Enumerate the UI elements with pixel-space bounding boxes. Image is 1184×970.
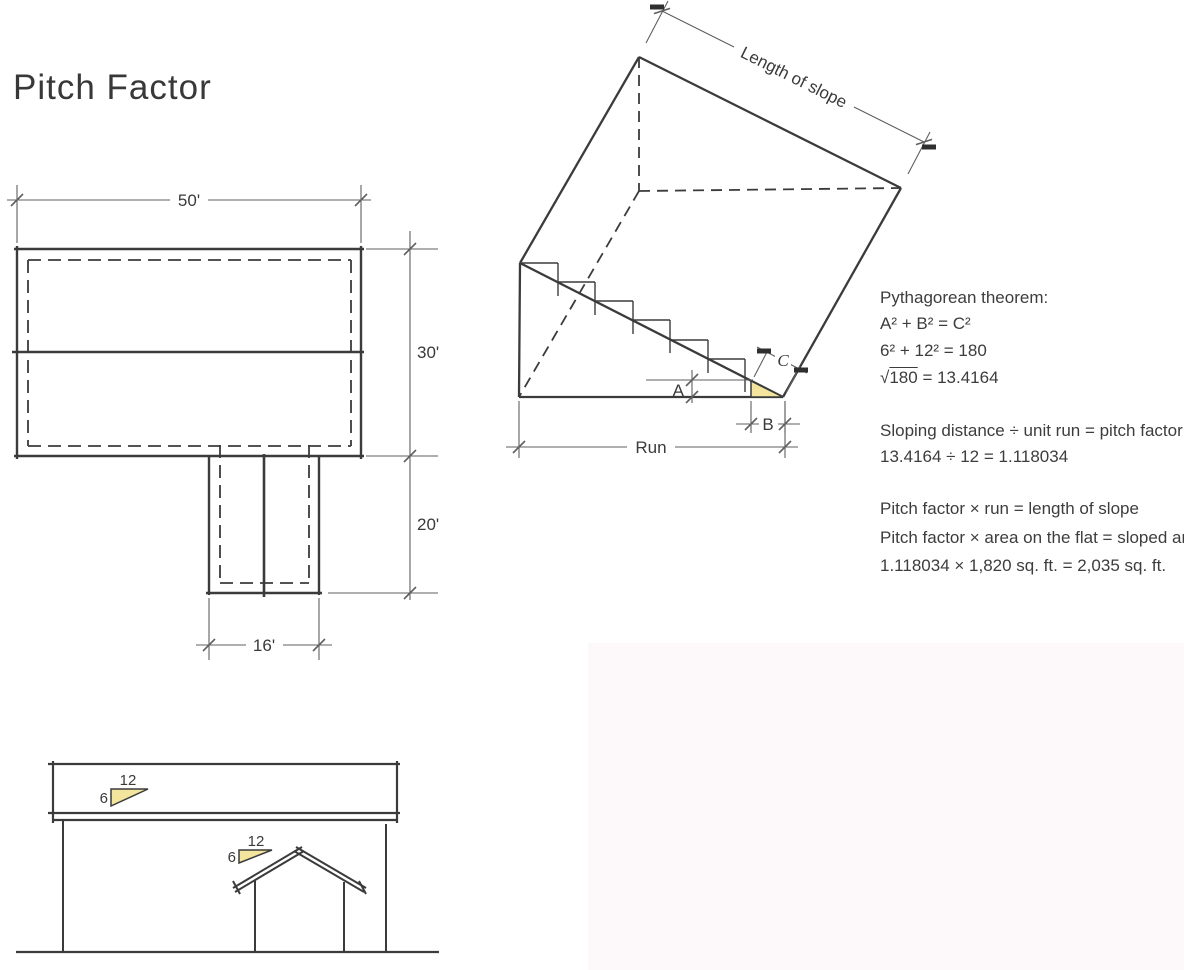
- iso-dim-slope-label: Length of slope: [738, 43, 850, 112]
- page-title: Pitch Factor: [13, 68, 212, 107]
- iso-dim-c-label-bg: [775, 351, 791, 368]
- elevation-gable-pitch-run-label: 12: [248, 833, 265, 850]
- pitch-factor-line2: 13.4164 ÷ 12 = 1.118034: [880, 447, 1069, 466]
- iso-hidden-edges: [518, 57, 902, 398]
- sqrt-symbol: √: [880, 368, 890, 387]
- plan-view: 50' 30' 20': [7, 185, 439, 660]
- iso-dim-slope-label-bg: [728, 35, 860, 118]
- plan-main-roof-dashed: [27, 259, 352, 447]
- plan-main-roof-outline: [12, 246, 364, 459]
- plan-dim-20: [328, 586, 438, 600]
- pitch-factor-line3: Pitch factor × run = length of slope: [880, 499, 1139, 518]
- elevation-walls: [16, 821, 439, 954]
- iso-unit-triangle: [750, 379, 784, 398]
- iso-solid-edges: [517, 55, 903, 399]
- iso-diagram: A B C: [506, 0, 936, 458]
- plan-wing-dashed: [219, 445, 310, 584]
- pythagorean-line3: √180 = 13.4164: [880, 368, 1184, 388]
- iso-dim-run-label-bg: [627, 436, 675, 457]
- plan-dim-16-label-bg: [246, 634, 283, 655]
- iso-staircase: [520, 262, 746, 392]
- plan-wing-outline: [206, 454, 322, 597]
- pitch-factor-line4: Pitch factor × area on the flat = sloped…: [880, 528, 1184, 547]
- plan-dim-50-label-bg: [170, 189, 208, 210]
- pythagorean-line1: A² + B² = C²: [880, 314, 971, 333]
- pitch-factor-line5: 1.118034 × 1,820 sq. ft. = 2,035 sq. ft.: [880, 556, 1167, 575]
- sqrt-argument: 180: [889, 368, 918, 387]
- background-tint-panel: [588, 643, 1184, 970]
- plan-dim-50-label: 50': [178, 191, 200, 210]
- iso-dim-b-label: B: [762, 415, 773, 434]
- iso-dim-a: [646, 370, 753, 404]
- elevation-roof-band: [48, 761, 400, 823]
- iso-dim-c-label: C: [777, 351, 789, 370]
- elevation-view: 12 6 12 6: [16, 761, 439, 954]
- iso-dim-run-label: Run: [635, 438, 666, 457]
- elevation-gable-pitch-rise-label: 6: [228, 849, 236, 866]
- pythagorean-heading: Pythagorean theorem:: [880, 288, 1049, 307]
- elevation-gable-walls: [254, 880, 345, 953]
- pitch-factor-line1: Sloping distance ÷ unit run = pitch fact…: [880, 421, 1183, 440]
- plan-dim-20-label: 20': [417, 515, 439, 534]
- elevation-flat-pitch-run-label: 12: [120, 772, 137, 789]
- elevation-gable-pitch-triangle: [238, 849, 273, 865]
- pythagorean-line2: 6² + 12² = 180: [880, 341, 987, 360]
- iso-dim-slope-label-group: Length of slope: [728, 35, 860, 118]
- plan-dim-30-label: 30': [417, 343, 439, 362]
- iso-dim-b-label-bg: [759, 413, 778, 433]
- elevation-gable-roof: [232, 846, 367, 895]
- iso-dim-a-label: A: [673, 381, 685, 400]
- elevation-flat-pitch-rise-label: 6: [100, 790, 108, 807]
- plan-dim-16-label: 16': [253, 636, 275, 655]
- plan-dim-30: [366, 231, 438, 600]
- sqrt-result: = 13.4164: [917, 368, 999, 387]
- elevation-flat-pitch-triangle: [110, 788, 149, 808]
